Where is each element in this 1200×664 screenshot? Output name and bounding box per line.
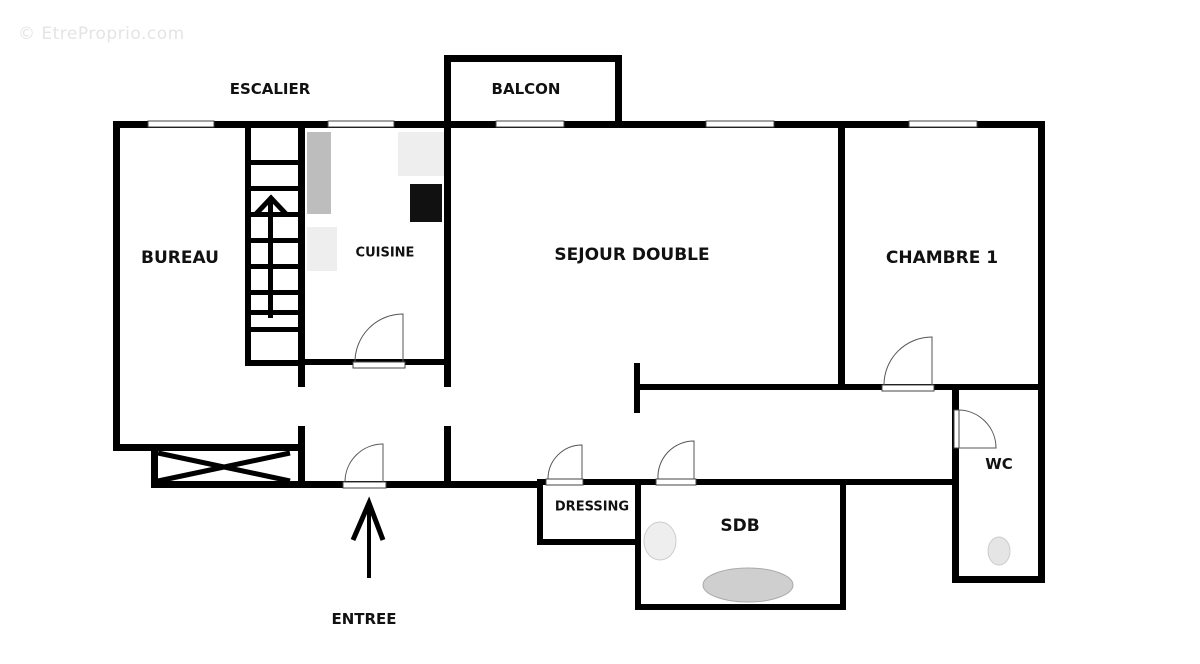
top-wall (113, 120, 1045, 128)
window-cuisine (327, 120, 395, 128)
room-label-wc: WC (985, 455, 1013, 473)
stove-fixture (410, 184, 442, 222)
balcony-walls (444, 55, 622, 125)
sink-fixture (307, 132, 331, 214)
bureau-walls (113, 121, 303, 451)
bathtub-fixture (702, 567, 794, 603)
fridge-fixture (398, 132, 444, 176)
sink-fixture-sdb (643, 521, 677, 561)
room-label-sdb: SDB (720, 516, 760, 536)
room-label-balcon: BALCON (491, 80, 561, 98)
sejour-chambre-walls (634, 121, 1045, 583)
window-sejour-2 (705, 120, 775, 128)
watermark: © EtreProprio.com (18, 24, 185, 44)
room-label-cuisine: CUISINE (355, 245, 415, 261)
room-label-chambre1: CHAMBRE 1 (885, 248, 999, 268)
cuisine-walls (298, 121, 451, 387)
entry-arrow-icon (350, 496, 386, 578)
window-bureau (147, 120, 215, 128)
hall-walls (151, 426, 541, 489)
window-chambre (908, 120, 978, 128)
room-label-entree: ENTREE (331, 610, 397, 628)
bath-walls (537, 440, 846, 610)
room-label-dressing: DRESSING (554, 499, 630, 515)
stair (245, 121, 305, 387)
room-label-sejour: SEJOUR DOUBLE (554, 245, 710, 265)
corridor-walls (537, 386, 1045, 583)
counter-fixture (307, 227, 337, 271)
toilet-fixture (987, 536, 1011, 566)
window-sejour-1 (495, 120, 565, 128)
room-label-escalier: ESCALIER (229, 80, 311, 98)
room-label-bureau: BUREAU (141, 248, 219, 268)
